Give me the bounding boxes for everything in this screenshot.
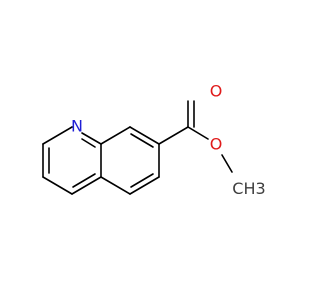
bond-ether-o-methyl [221,154,233,173]
quinoline-7-carboxylate-structure: N O O CH3 [42,82,266,198]
bond-c8-c7-inner [130,133,154,148]
bond-c8a-n1 [81,132,102,145]
carbonyl-oxygen-label: O [210,82,223,101]
bond-c6-c5 [129,176,160,195]
ester-group [158,100,233,173]
bond-c8-c7 [129,126,160,145]
bond-c4-c4a-inner [72,173,96,188]
bond-c6-c5-inner [130,173,154,188]
methyl-label: CH3 [232,179,265,198]
bond-c8a-n1-inner [81,138,96,148]
bond-c8a-c8 [100,126,131,145]
bond-carbonyl-ether-o [187,126,209,140]
pyridine-ring [42,126,102,195]
bond-c3-c4 [42,176,73,195]
benzene-ring [100,126,160,195]
ether-oxygen-label: O [210,135,223,154]
methyl-text: CH3 [232,179,265,198]
bond-n1-c2 [42,126,73,145]
bond-c4-c4a [71,176,102,195]
nitrogen-label: N [71,117,83,136]
bond-c5-c4a [100,176,131,195]
bond-c7-carbonyl [158,126,189,145]
